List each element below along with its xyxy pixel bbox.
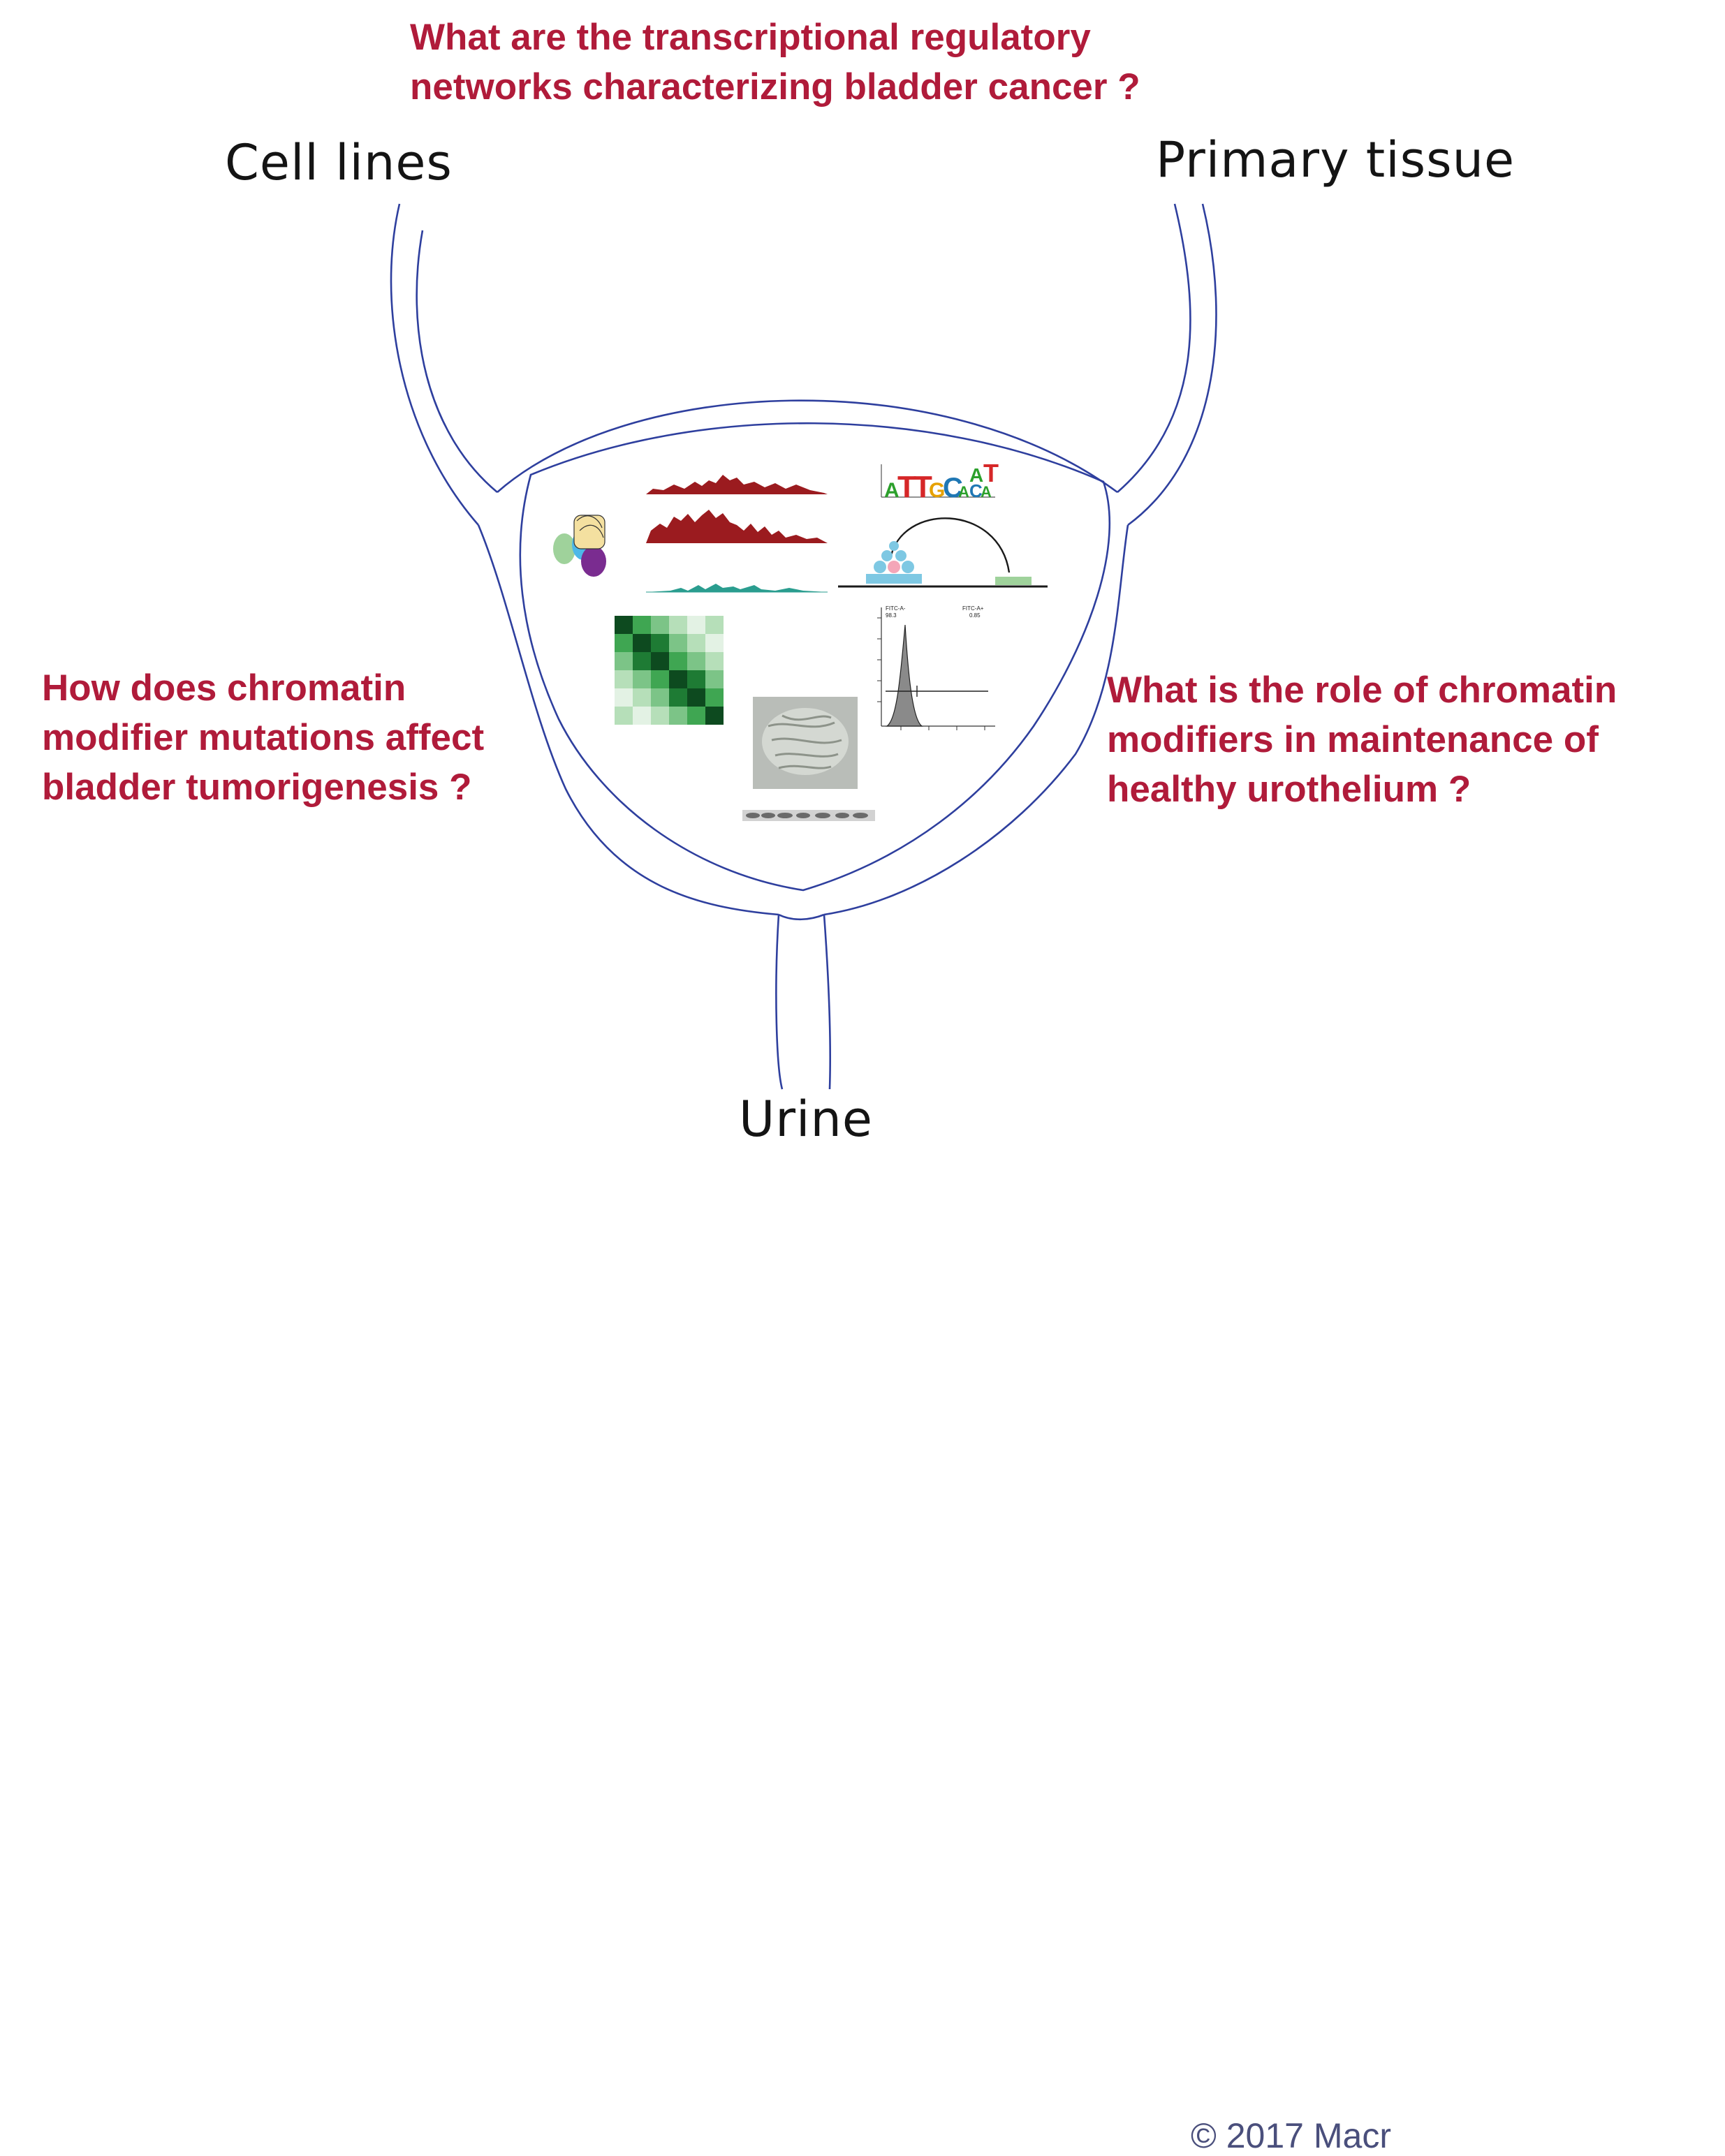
- heatmap-cell: [651, 616, 669, 634]
- label-primary-tissue: Primary tissue: [1156, 131, 1515, 189]
- gate-left-label: FITC-A-: [886, 605, 906, 612]
- heatmap-cell: [705, 670, 724, 688]
- heatmap-cell: [615, 670, 633, 688]
- heatmap-cell: [615, 688, 633, 707]
- heatmap-cell: [669, 634, 687, 652]
- heatmap-cell: [687, 652, 705, 670]
- motif-letter: T: [913, 470, 932, 504]
- microscopy-image: [753, 697, 858, 789]
- motif-letter: A: [969, 464, 983, 486]
- heatmap-cell: [615, 634, 633, 652]
- heatmap-cell: [633, 670, 651, 688]
- motif-letter: A: [884, 479, 900, 502]
- label-cell-lines: Cell lines: [225, 134, 453, 191]
- heatmap-cell: [651, 688, 669, 707]
- heatmap-cell: [705, 634, 724, 652]
- chromatin-complex-icon: [553, 515, 606, 577]
- urethra-left: [775, 914, 784, 1090]
- question-left-line-1: How does chromatin: [42, 667, 406, 709]
- heatmap-cell: [669, 670, 687, 688]
- chromatin-loop-schematic: [838, 517, 1048, 588]
- motif-letter: T: [897, 470, 916, 504]
- heatmap-cell: [687, 670, 705, 688]
- heatmap-cell: [669, 652, 687, 670]
- question-right-line-3: healthy urothelium ?: [1107, 769, 1471, 810]
- heatmap-cell: [633, 652, 651, 670]
- heatmap-cell: [615, 616, 633, 634]
- heatmap-cell: [633, 688, 651, 707]
- flow-cytometry-histogram: FITC-A- 98.3 FITC-A+ 0.85: [877, 605, 995, 730]
- question-left-line-2: modifier mutations affect: [42, 717, 485, 758]
- heatmap-cell: [687, 634, 705, 652]
- motif-logo: A T T G C A C A A T: [881, 459, 999, 504]
- western-blot-strip: [742, 810, 875, 821]
- track-teal: [646, 584, 828, 592]
- correlation-heatmap: [615, 616, 724, 725]
- question-top-line-2: networks characterizing bladder cancer ?: [410, 66, 1140, 108]
- motif-letter: C: [943, 473, 963, 503]
- heatmap-cell: [633, 707, 651, 725]
- bladder-outline: [390, 203, 1217, 1090]
- left-ureter-outer: [390, 203, 479, 526]
- question-left: How does chromatin modifier mutations af…: [42, 663, 484, 812]
- heatmap-cell: [687, 688, 705, 707]
- question-right-line-1: What is the role of chromatin: [1107, 670, 1617, 711]
- heatmap-cell: [705, 688, 724, 707]
- right-ureter-inner: [1127, 203, 1217, 526]
- copyright-notice: © 2017 Macr: [1191, 2116, 1391, 2155]
- heatmap-cell: [633, 634, 651, 652]
- track-red-1: [646, 475, 828, 494]
- motif-letter: T: [983, 459, 999, 487]
- heatmap-cell: [651, 670, 669, 688]
- heatmap-cell: [615, 652, 633, 670]
- right-ureter-outer: [1117, 203, 1191, 493]
- gate-left-value: 98.3: [886, 612, 897, 619]
- question-top: What are the transcriptional regulatory …: [410, 13, 1140, 112]
- heatmap-cell: [705, 707, 724, 725]
- heatmap-cell: [651, 652, 669, 670]
- heatmap-cell: [669, 688, 687, 707]
- heatmap-cell: [615, 707, 633, 725]
- bladder-outer-wall: [477, 399, 1129, 916]
- heatmap-cell: [651, 634, 669, 652]
- label-urine: Urine: [739, 1091, 873, 1148]
- heatmap-cell: [669, 707, 687, 725]
- motif-letter: C: [969, 480, 983, 501]
- heatmap-cell: [633, 616, 651, 634]
- question-top-line-1: What are the transcriptional regulatory: [410, 17, 1091, 58]
- heatmap-cell: [687, 707, 705, 725]
- motif-letter: A: [981, 483, 992, 501]
- heatmap-cell: [669, 616, 687, 634]
- gate-right-label: FITC-A+: [962, 605, 984, 612]
- question-left-line-3: bladder tumorigenesis ?: [42, 767, 472, 808]
- left-ureter-inner: [416, 230, 498, 493]
- heatmap-cell: [687, 616, 705, 634]
- gate-right-value: 0.85: [969, 612, 981, 619]
- bladder-inner-wall: [519, 422, 1111, 892]
- histogram-peak: [886, 624, 923, 727]
- urethra-neck: [778, 913, 825, 921]
- motif-letter: A: [958, 483, 969, 501]
- heatmap-cell: [651, 707, 669, 725]
- question-right-line-2: modifiers in maintenance of: [1107, 719, 1599, 760]
- heatmap-cell: [705, 616, 724, 634]
- urethra-right: [823, 914, 832, 1090]
- question-right: What is the role of chromatin modifiers …: [1107, 665, 1617, 814]
- chip-seq-tracks: [646, 475, 828, 593]
- heatmap-cell: [705, 652, 724, 670]
- motif-letter: G: [929, 479, 945, 502]
- track-red-2: [646, 510, 828, 543]
